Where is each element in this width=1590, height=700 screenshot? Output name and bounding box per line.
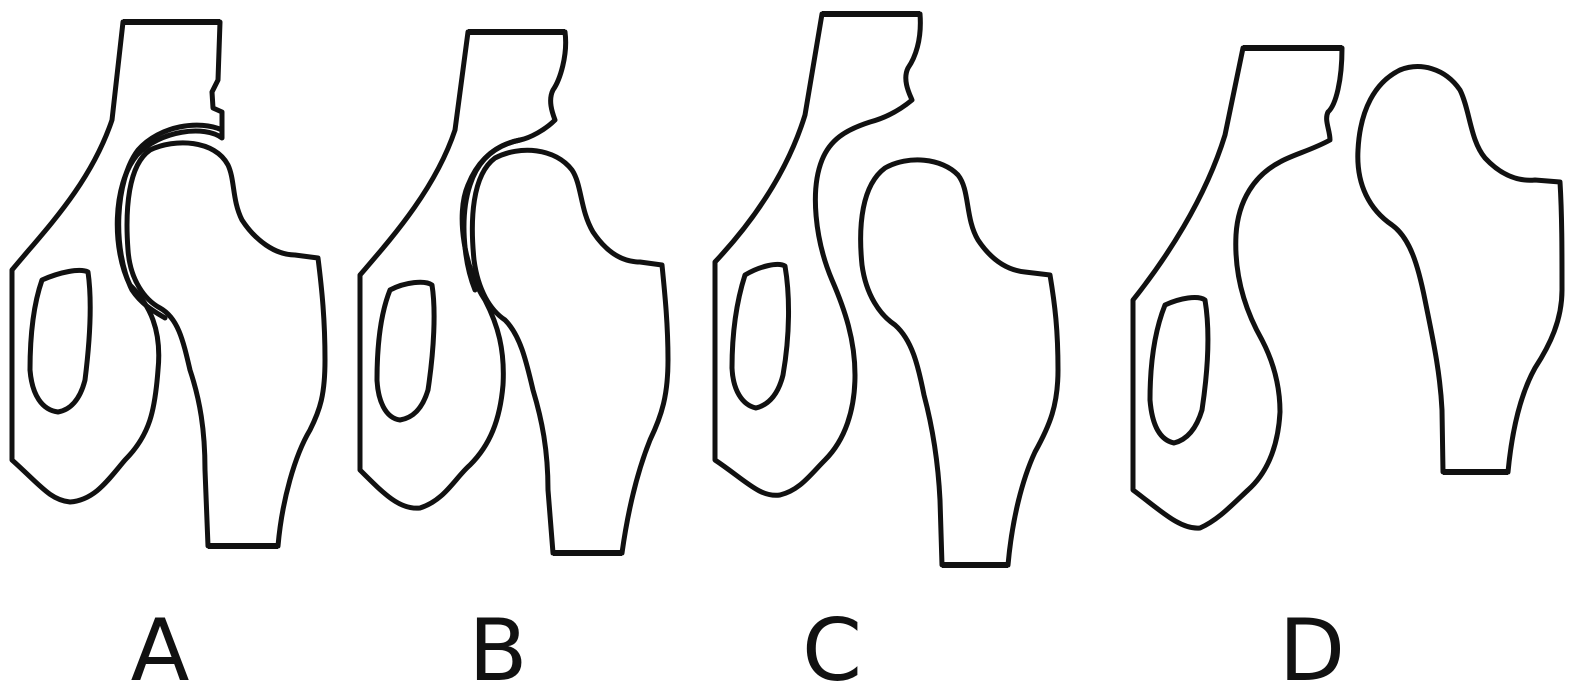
- panel-b: B: [360, 32, 668, 700]
- panel-label-a: A: [131, 601, 190, 700]
- pelvis-outline: [360, 32, 566, 508]
- panel-a: A: [12, 22, 325, 700]
- obturator-foramen: [377, 282, 434, 420]
- obturator-foramen: [732, 264, 789, 408]
- panel-label-c: C: [802, 601, 862, 700]
- obturator-foramen: [1150, 298, 1208, 443]
- pelvis-outline: [715, 14, 920, 495]
- panel-c: C: [715, 14, 1058, 700]
- panel-label-d: D: [1279, 601, 1345, 700]
- obturator-foramen: [30, 270, 90, 412]
- femur-outline: [1358, 67, 1562, 472]
- panel-label-b: B: [469, 601, 528, 700]
- femur-outline: [861, 160, 1058, 565]
- pelvis-outline: [1133, 48, 1342, 528]
- panel-d: D: [1133, 48, 1562, 700]
- pelvis-outline: [12, 22, 222, 502]
- joint-space-arc: [119, 125, 222, 318]
